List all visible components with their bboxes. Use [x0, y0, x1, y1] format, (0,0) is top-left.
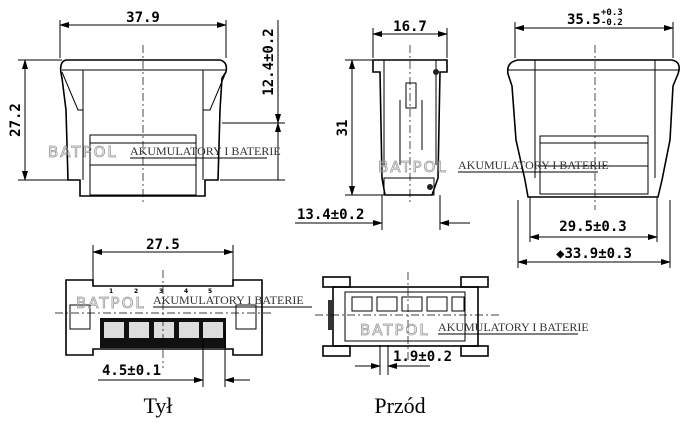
- dim-back-width: 27.5: [146, 237, 180, 253]
- dim-front-gap: 1.9±0.2: [393, 349, 452, 365]
- view-rear-elevation: 37.9 27.2 12.4±0.2: [8, 10, 285, 205]
- watermark-tagline: AKUMULATORY I BATERIE: [458, 158, 609, 172]
- dim-pin-pitch: 4.5±0.1: [102, 363, 161, 379]
- watermark: BATPOL AKUMULATORY I BATERIE BATPOL AKUM…: [48, 143, 609, 340]
- dim-front-outer: ◆33.9±0.3: [556, 246, 632, 262]
- view-back: 1 2 3 4 5 27.5 4.5±0.1 Tył: [55, 237, 272, 418]
- pin-number: 5: [208, 288, 212, 295]
- dim-side-bottom: 13.4±0.2: [297, 207, 364, 223]
- dim-side-depth: 16.7: [393, 19, 427, 35]
- pin-number: 4: [184, 288, 188, 295]
- watermark-tagline: AKUMULATORY I BATERIE: [438, 320, 589, 334]
- dim-rear-height: 27.2: [8, 103, 24, 137]
- pin-number: 1: [109, 288, 113, 295]
- caption-front: Przód: [374, 393, 425, 418]
- view-side: 16.7 31 13.4±0.2: [295, 19, 470, 230]
- caption-back: Tył: [143, 393, 172, 418]
- dim-front-inner: 29.5±0.3: [559, 219, 626, 235]
- watermark-brand: BATPOL: [360, 321, 430, 339]
- watermark-brand: BATPOL: [378, 158, 448, 176]
- watermark-tagline: AKUMULATORY I BATERIE: [130, 144, 281, 158]
- dim-front-width: 35.5: [567, 12, 601, 28]
- view-front-elevation: 35.5 +0.3 -0.2 29.5±0.3 ◆33.9±0.3: [506, 8, 680, 268]
- dim-rear-width: 37.9: [126, 10, 160, 26]
- pin-number: 2: [134, 288, 138, 295]
- watermark-brand: BATPOL: [48, 143, 118, 161]
- pin-number: 3: [159, 288, 163, 295]
- dim-front-width-tol-plus: +0.3: [601, 8, 623, 18]
- view-front: 1.9±0.2 Przód: [315, 272, 500, 418]
- watermark-tagline: AKUMULATORY I BATERIE: [153, 293, 304, 307]
- dim-rear-offset: 12.4±0.2: [261, 28, 277, 95]
- watermark-brand: BATPOL: [76, 294, 146, 312]
- dim-side-height: 31: [335, 120, 351, 137]
- dim-front-width-tol-minus: -0.2: [601, 18, 623, 28]
